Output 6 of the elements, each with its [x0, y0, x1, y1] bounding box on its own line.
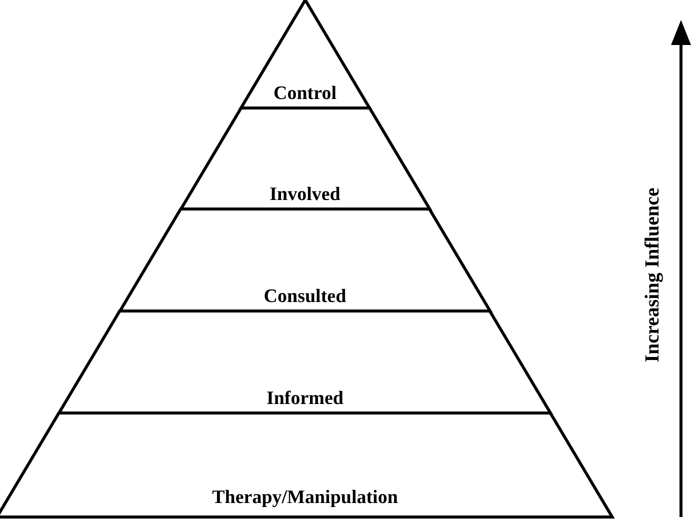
- tier-label: Involved: [270, 184, 340, 206]
- tier-label: Therapy/Manipulation: [212, 487, 398, 509]
- axis-label: Increasing Influence: [642, 188, 664, 362]
- tier-label: Informed: [266, 388, 344, 410]
- tier-label: Consulted: [264, 286, 346, 308]
- tier-label: Control: [274, 83, 336, 105]
